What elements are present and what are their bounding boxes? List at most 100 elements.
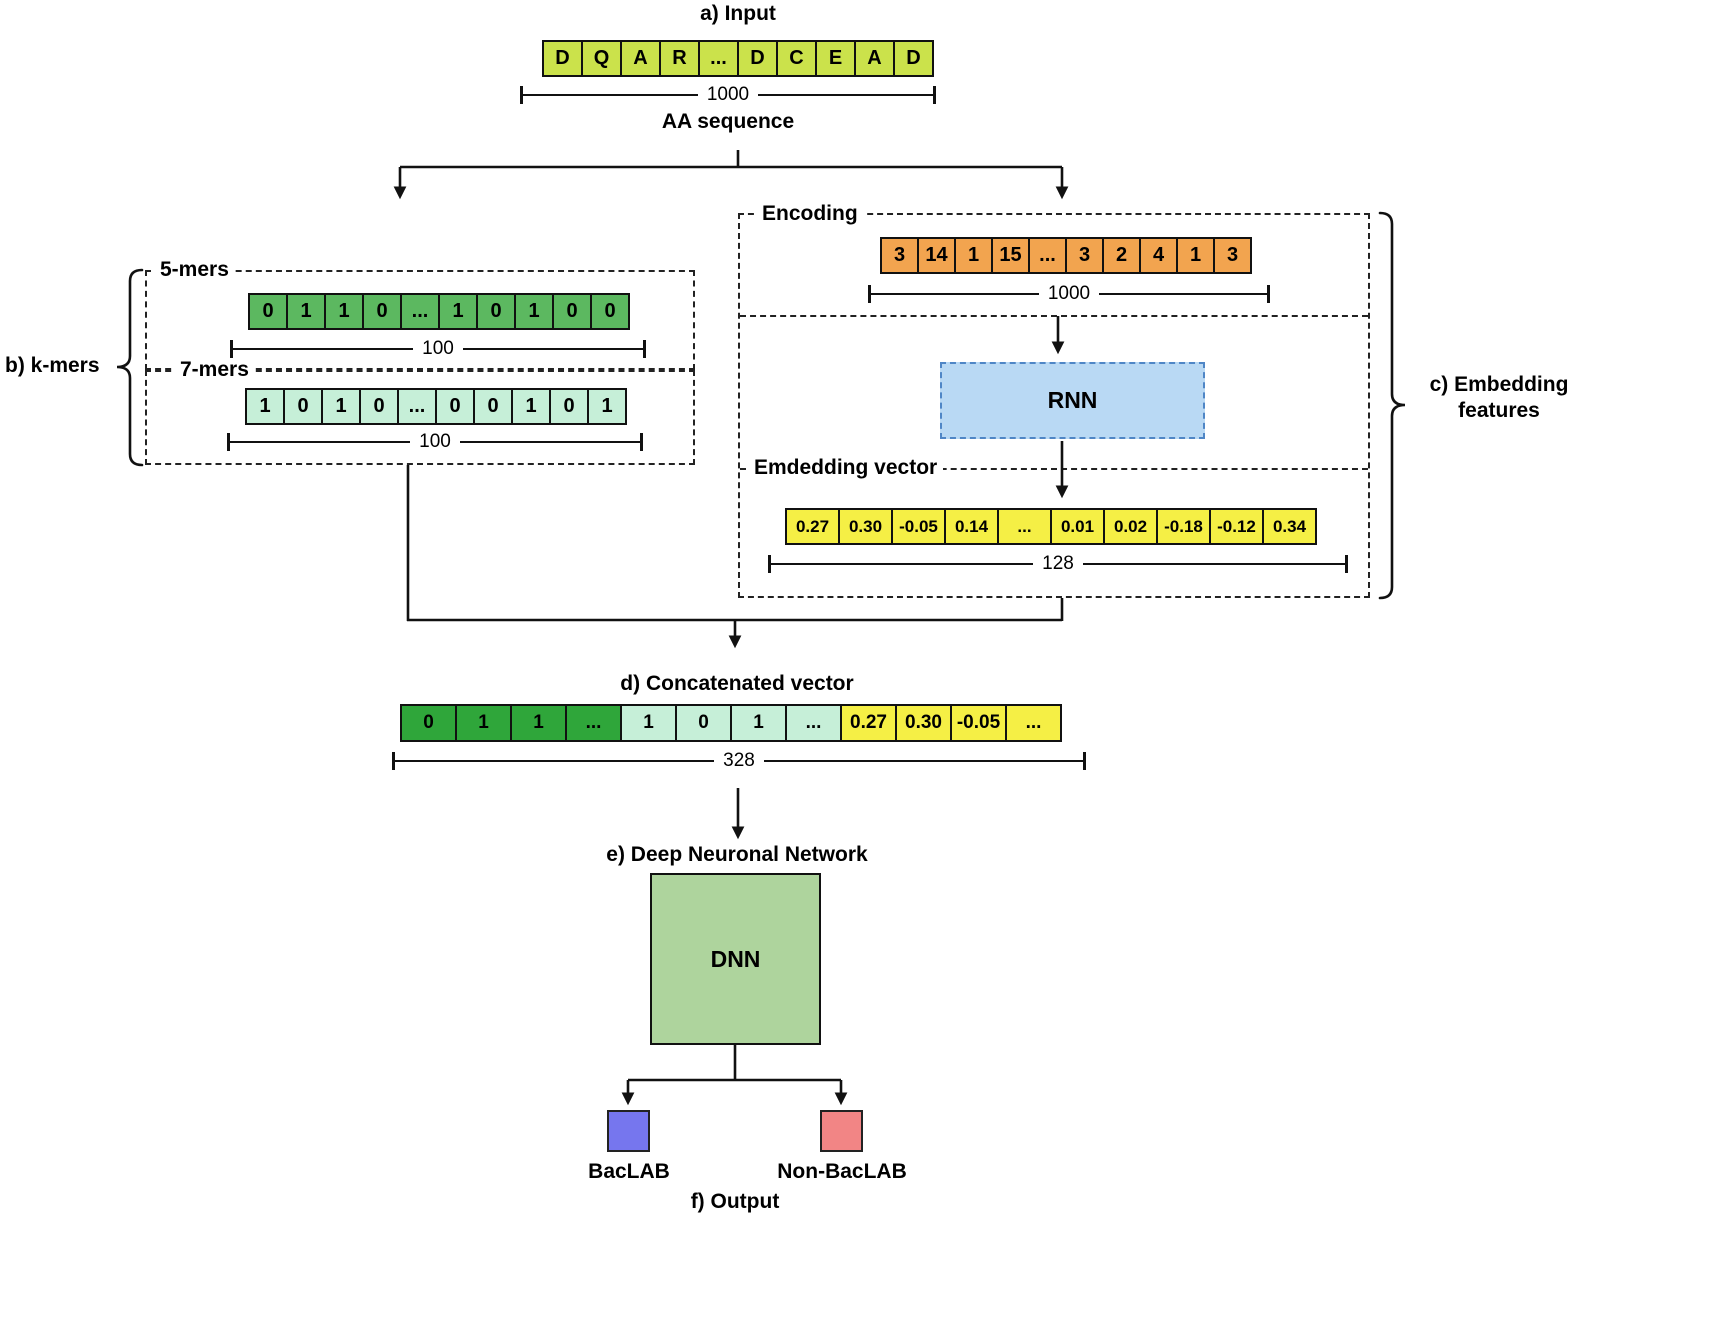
kmer7-cell: 1 bbox=[587, 388, 627, 425]
embedding-features-label-line2: features bbox=[1458, 399, 1540, 423]
concatenated-row: 0 1 1 ... 1 0 1 ... 0.27 0.30 -0.05 ... bbox=[400, 704, 1062, 742]
embedding-brace bbox=[1378, 211, 1406, 600]
vector-cell: 0.14 bbox=[944, 508, 999, 545]
kmer5-cell: 1 bbox=[514, 293, 554, 330]
encoding-cell: ... bbox=[1028, 237, 1067, 274]
measure-line bbox=[459, 440, 641, 444]
measure-line bbox=[771, 562, 1034, 566]
concat-cell-kmer5: 1 bbox=[455, 704, 512, 742]
kmers-label: b) k-mers bbox=[5, 354, 100, 377]
measure-line bbox=[763, 759, 1084, 763]
embedding-vector-row: 0.27 0.30 -0.05 0.14 ... 0.01 0.02 -0.18… bbox=[785, 508, 1317, 545]
baclab-box bbox=[607, 1110, 650, 1152]
kmer5-cell: 0 bbox=[362, 293, 402, 330]
kmer7-cell: ... bbox=[397, 388, 437, 425]
dnn-box: DNN bbox=[650, 873, 821, 1045]
encoding-cell: 4 bbox=[1139, 237, 1178, 274]
concat-cell-kmer7: ... bbox=[785, 704, 842, 742]
vector-divider bbox=[740, 468, 1368, 470]
encoding-measure: 1000 bbox=[868, 283, 1270, 305]
sequence-cell: E bbox=[815, 40, 856, 77]
measure-tick bbox=[230, 340, 233, 358]
output-label: f) Output bbox=[690, 1190, 780, 1213]
concat-cell-kmer5: ... bbox=[565, 704, 622, 742]
kmer7-cell: 0 bbox=[283, 388, 323, 425]
encoding-cell: 1 bbox=[1176, 237, 1215, 274]
kmer5-cell: 0 bbox=[552, 293, 592, 330]
measure-value: 1000 bbox=[706, 84, 750, 105]
kmer7-cell: 0 bbox=[359, 388, 399, 425]
embedding-vector-label: Emdedding vector bbox=[748, 456, 944, 480]
encoding-cell: 2 bbox=[1102, 237, 1141, 274]
vector-cell: 0.02 bbox=[1103, 508, 1158, 545]
sequence-cell: D bbox=[542, 40, 583, 77]
vector-cell: 0.01 bbox=[1050, 508, 1105, 545]
kmer5-cell: 0 bbox=[590, 293, 630, 330]
kmer7-cell: 0 bbox=[473, 388, 513, 425]
seven-mers-row: 1 0 1 0 ... 0 0 1 0 1 bbox=[245, 388, 627, 425]
vector-cell: 0.34 bbox=[1262, 508, 1317, 545]
encoding-cell: 3 bbox=[1065, 237, 1104, 274]
concat-cell-kmer5: 1 bbox=[510, 704, 567, 742]
kmer5-cell: 0 bbox=[248, 293, 288, 330]
dnn-box-label: DNN bbox=[710, 945, 761, 972]
measure-tick bbox=[768, 555, 771, 573]
measure-tick bbox=[1345, 555, 1349, 573]
sequence-cell: A bbox=[620, 40, 661, 77]
baclab-label: BacLAB bbox=[588, 1160, 670, 1183]
rnn-label: RNN bbox=[1047, 387, 1098, 413]
input-sequence-row: D Q A R ... D C E A D bbox=[542, 40, 934, 77]
kmers-5-box bbox=[145, 270, 695, 370]
nonbaclab-box bbox=[820, 1110, 863, 1152]
concatenated-label: d) Concatenated vector bbox=[620, 672, 854, 695]
five-mers-label: 5-mers bbox=[154, 258, 235, 282]
measure-line bbox=[462, 347, 644, 351]
concat-cell-kmer7: 1 bbox=[620, 704, 677, 742]
input-label: a) Input bbox=[700, 2, 776, 25]
measure-line bbox=[230, 440, 411, 444]
measure-tick bbox=[1267, 285, 1270, 303]
sequence-cell: C bbox=[776, 40, 817, 77]
sequence-cell: D bbox=[893, 40, 934, 77]
kmers-7-box bbox=[145, 370, 695, 465]
kmer7-cell: 1 bbox=[321, 388, 361, 425]
encoding-cell: 15 bbox=[991, 237, 1030, 274]
vector-cell: -0.18 bbox=[1156, 508, 1211, 545]
kmer5-cell: 1 bbox=[324, 293, 364, 330]
aa-sequence-label: AA sequence bbox=[661, 110, 795, 133]
kmer5-cell: ... bbox=[400, 293, 440, 330]
measure-value: 100 bbox=[419, 431, 451, 452]
measure-line bbox=[233, 347, 414, 351]
vector-cell: 0.30 bbox=[838, 508, 893, 545]
measure-tick bbox=[868, 285, 871, 303]
concat-cell-embedding: -0.05 bbox=[950, 704, 1007, 742]
measure-tick bbox=[640, 433, 644, 451]
measure-line bbox=[395, 759, 715, 763]
input-measure: 1000 bbox=[520, 84, 936, 106]
measure-line bbox=[523, 93, 698, 97]
kmer5-cell: 0 bbox=[476, 293, 516, 330]
concat-cell-kmer7: 0 bbox=[675, 704, 732, 742]
measure-tick bbox=[933, 86, 936, 104]
measure-value: 100 bbox=[422, 338, 454, 359]
encoding-label: Encoding bbox=[756, 202, 864, 226]
measure-line bbox=[1082, 562, 1346, 566]
encoding-cell: 3 bbox=[1213, 237, 1252, 274]
concat-cell-kmer5: 0 bbox=[400, 704, 457, 742]
kmer5-cell: 1 bbox=[286, 293, 326, 330]
seven-mers-label: 7-mers bbox=[174, 358, 255, 382]
kmer7-cell: 1 bbox=[511, 388, 551, 425]
measure-value: 328 bbox=[723, 750, 755, 771]
kmer7-cell: 0 bbox=[435, 388, 475, 425]
vector-cell: -0.12 bbox=[1209, 508, 1264, 545]
concat-cell-embedding: 0.30 bbox=[895, 704, 952, 742]
sequence-cell: D bbox=[737, 40, 778, 77]
dnn-label: e) Deep Neuronal Network bbox=[606, 843, 868, 866]
measure-value: 1000 bbox=[1047, 283, 1091, 304]
embedding-features-label: c) Embedding features bbox=[1410, 372, 1588, 425]
concat-cell-embedding: ... bbox=[1005, 704, 1062, 742]
sequence-cell: A bbox=[854, 40, 895, 77]
vector-cell: ... bbox=[997, 508, 1052, 545]
concat-cell-kmer7: 1 bbox=[730, 704, 787, 742]
